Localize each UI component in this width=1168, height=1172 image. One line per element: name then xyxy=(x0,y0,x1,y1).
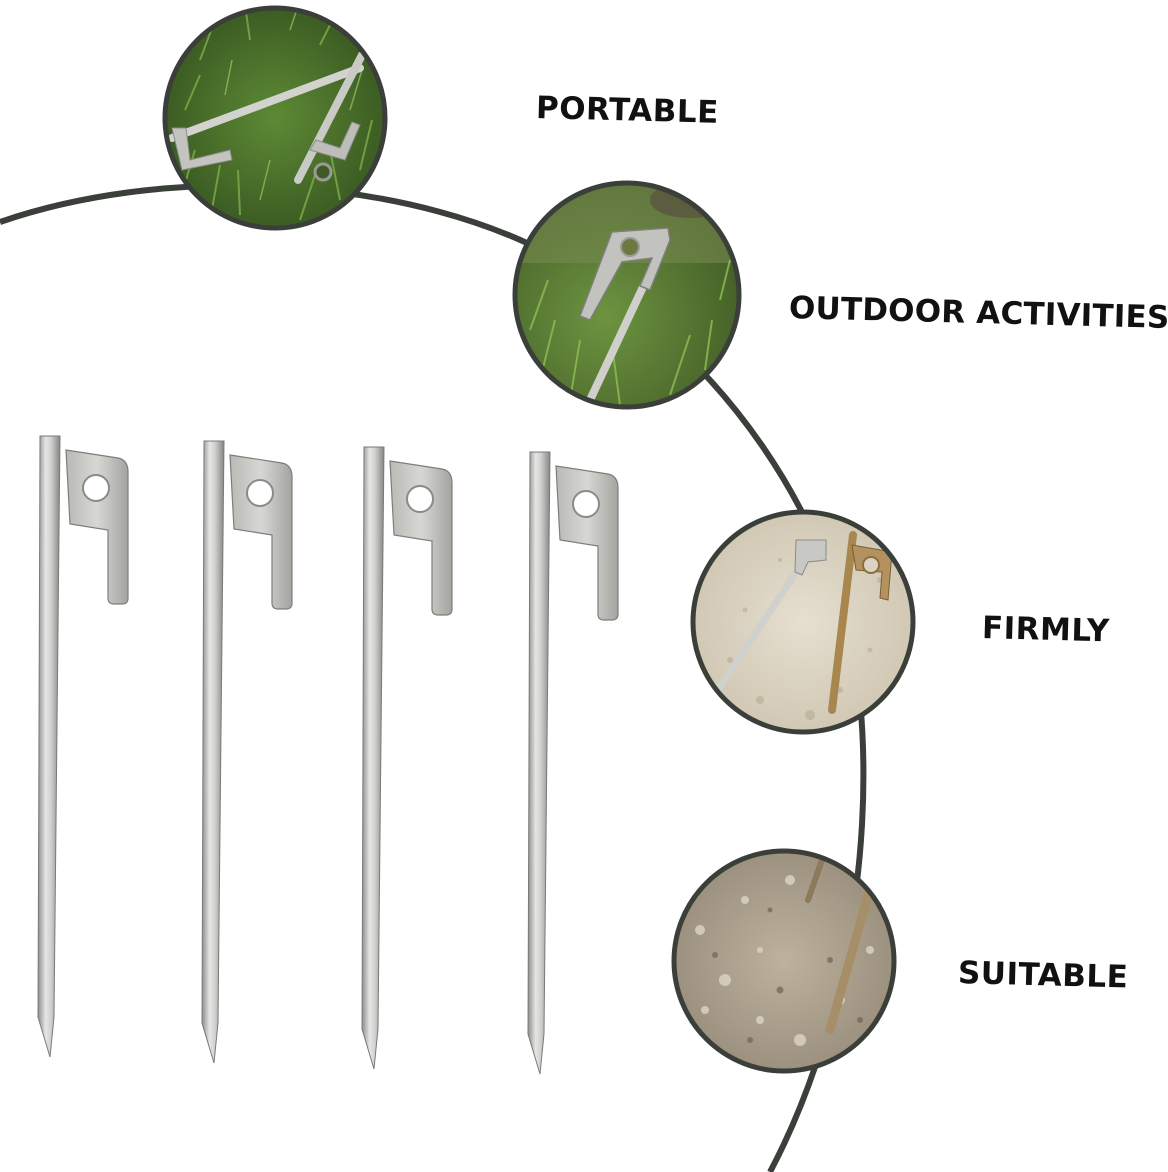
tent-stakes xyxy=(37,435,619,1075)
stake-in-grass-photo xyxy=(512,180,742,410)
stake-on-grass-photo xyxy=(162,5,388,231)
stake-in-gravel-photo xyxy=(671,848,897,1074)
tent-stake xyxy=(201,440,293,1064)
tent-stake xyxy=(37,435,129,1058)
feature-label-suitable: SUITABLE xyxy=(957,955,1129,996)
tent-stake xyxy=(361,446,453,1070)
stake-in-sand-photo xyxy=(690,509,916,735)
feature-label-firmly: FIRMLY xyxy=(981,610,1111,650)
tent-stake xyxy=(527,451,619,1075)
feature-label-portable: PORTABLE xyxy=(535,90,720,131)
